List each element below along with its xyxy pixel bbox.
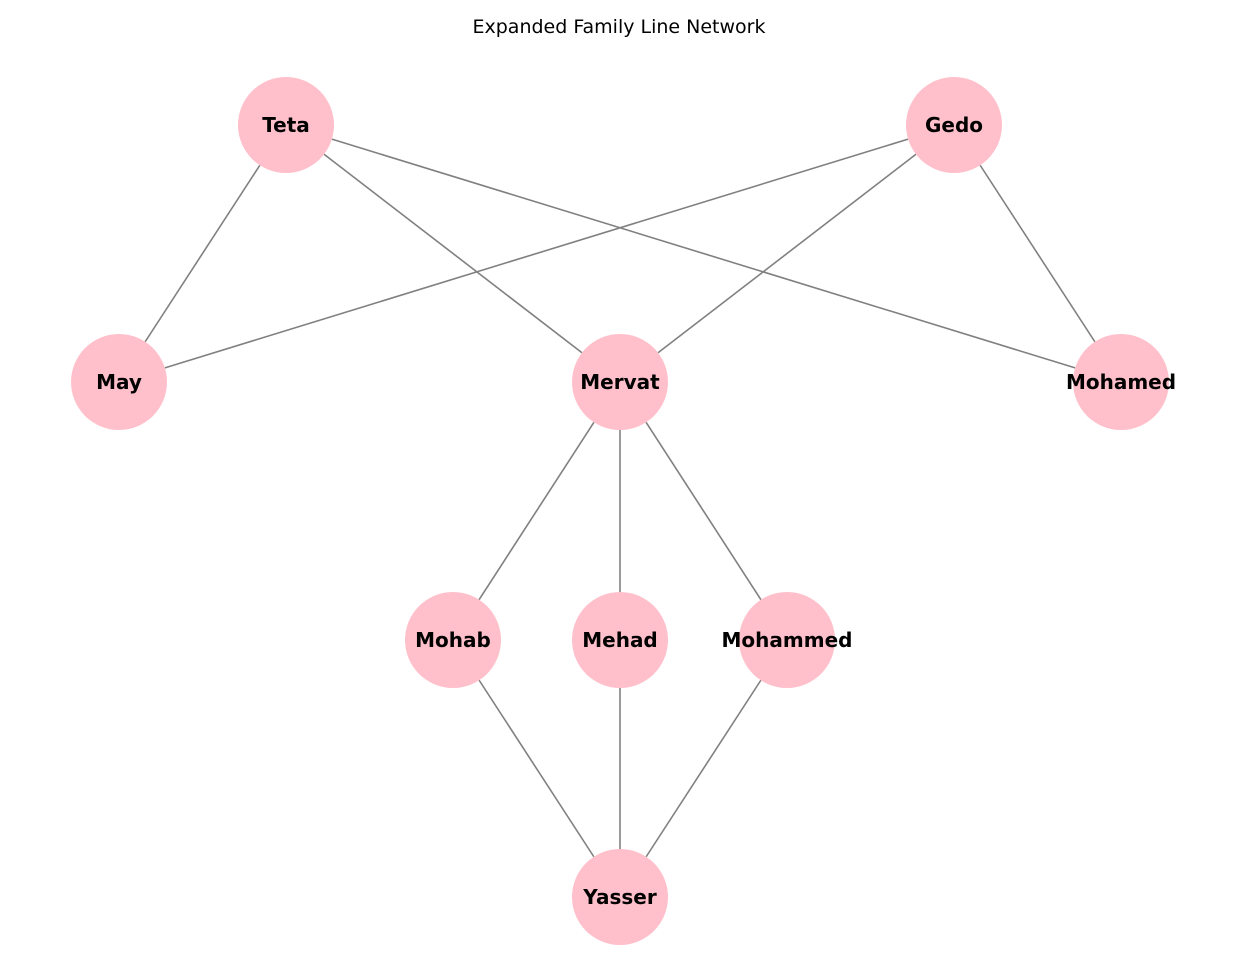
edge-mervat-mohammed bbox=[645, 421, 762, 601]
edge-mohab-yasser bbox=[478, 679, 595, 858]
node-mohammed: Mohammed bbox=[722, 592, 853, 688]
node-label: Mohab bbox=[415, 628, 491, 652]
node-label: May bbox=[96, 370, 142, 394]
node-mehad: Mehad bbox=[572, 592, 668, 688]
node-label: Mohammed bbox=[722, 628, 853, 652]
edge-teta-mohamed bbox=[331, 138, 1076, 369]
node-label: Gedo bbox=[925, 113, 983, 137]
edge-gedo-may bbox=[164, 138, 909, 369]
node-label: Mehad bbox=[582, 628, 658, 652]
node-label: Mervat bbox=[580, 370, 660, 394]
diagram-title: Expanded Family Line Network bbox=[473, 16, 766, 38]
node-teta: Teta bbox=[238, 77, 334, 173]
node-may: May bbox=[71, 334, 167, 430]
node-mervat: Mervat bbox=[572, 334, 668, 430]
edge-gedo-mervat bbox=[657, 153, 917, 354]
node-label: Mohamed bbox=[1066, 370, 1176, 394]
edge-gedo-mohamed bbox=[979, 164, 1096, 343]
node-yasser: Yasser bbox=[572, 849, 668, 945]
edge-teta-may bbox=[144, 164, 261, 343]
edge-mohammed-yasser bbox=[645, 679, 762, 858]
node-circle bbox=[71, 334, 167, 430]
node-gedo: Gedo bbox=[906, 77, 1002, 173]
node-circle bbox=[238, 77, 334, 173]
node-circle bbox=[1073, 334, 1169, 430]
node-circle bbox=[572, 334, 668, 430]
node-mohab: Mohab bbox=[405, 592, 501, 688]
edges-layer bbox=[144, 138, 1096, 858]
edge-teta-mervat bbox=[323, 153, 583, 354]
node-circle bbox=[572, 592, 668, 688]
node-mohamed: Mohamed bbox=[1066, 334, 1176, 430]
node-label: Yasser bbox=[582, 885, 657, 909]
node-circle bbox=[906, 77, 1002, 173]
node-label: Teta bbox=[262, 113, 310, 137]
edge-mervat-mohab bbox=[478, 421, 595, 601]
node-circle bbox=[405, 592, 501, 688]
node-circle bbox=[739, 592, 835, 688]
node-circle bbox=[572, 849, 668, 945]
